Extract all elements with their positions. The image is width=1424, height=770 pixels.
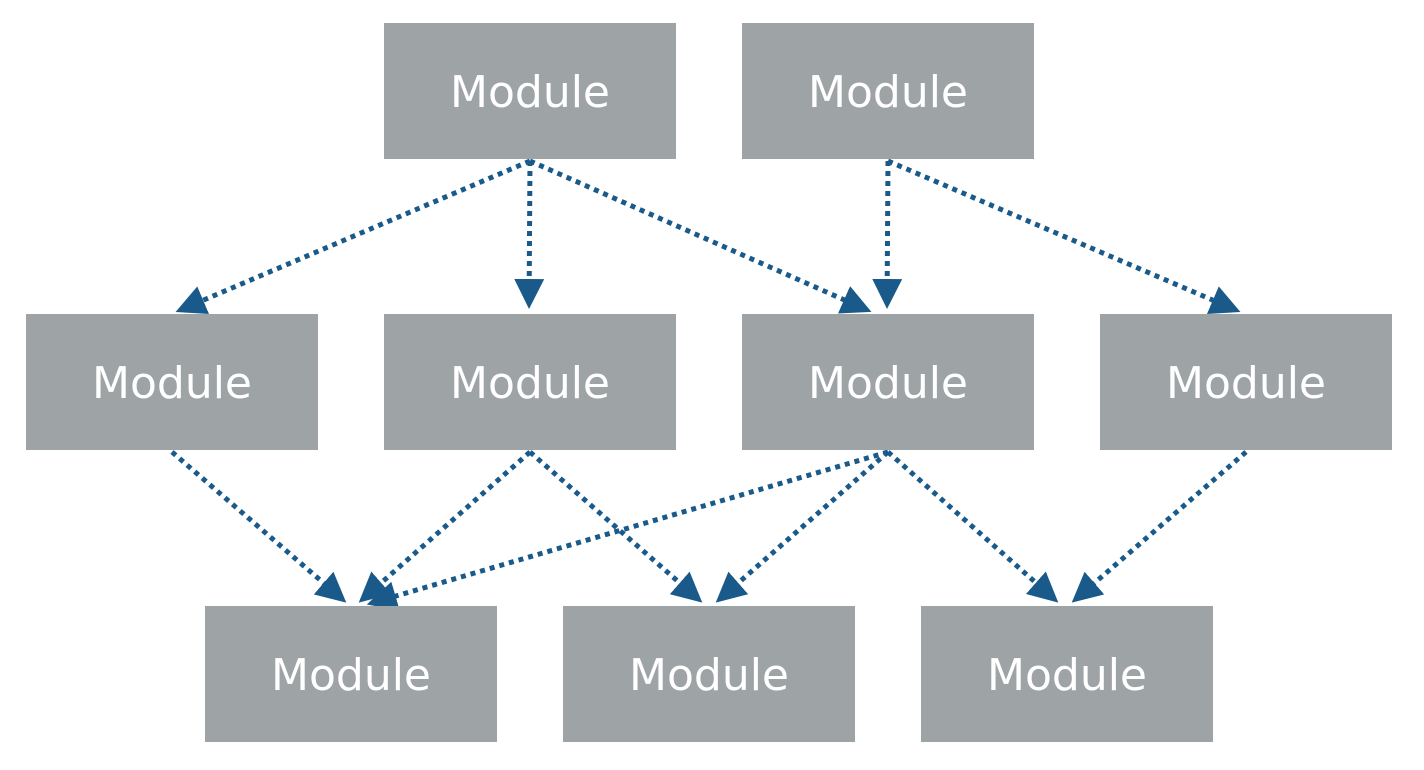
- arrow-mid-4-to-bot-3: [1071, 450, 1248, 603]
- module-node-mid-3: Module: [742, 314, 1034, 450]
- module-node-mid-1: Module: [26, 314, 318, 450]
- arrow-mid-3-to-bot-3: [886, 450, 1059, 603]
- arrow-mid-1-to-bot-1: [170, 450, 347, 603]
- arrow-top-1-to-mid-1: [175, 158, 531, 315]
- module-node-mid-2: Module: [384, 314, 676, 450]
- arrow-top-1-to-mid-3: [528, 158, 872, 314]
- dependency-arrows: [170, 158, 1248, 611]
- module-box: [384, 23, 676, 159]
- module-box: [742, 23, 1034, 159]
- module-box: [1100, 314, 1392, 450]
- arrow-top-2-to-mid-4: [887, 158, 1241, 314]
- arrow-top-2-to-mid-3: [872, 160, 903, 310]
- module-box: [563, 606, 855, 742]
- module-box: [205, 606, 497, 742]
- arrow-mid-2-to-bot-1: [358, 450, 532, 603]
- module-label: Module: [808, 358, 968, 409]
- module-box: [742, 314, 1034, 450]
- module-box: [921, 606, 1213, 742]
- arrow-top-1-to-mid-2: [514, 160, 545, 310]
- arrow-mid-3-to-bot-2: [715, 450, 890, 603]
- module-box: [26, 314, 318, 450]
- module-node-bot-3: Module: [921, 606, 1213, 742]
- module-node-top-2: Module: [742, 23, 1034, 159]
- module-label: Module: [271, 650, 431, 701]
- module-node-top-1: Module: [384, 23, 676, 159]
- module-label: Module: [1166, 358, 1326, 409]
- module-node-bot-2: Module: [563, 606, 855, 742]
- module-label: Module: [629, 650, 789, 701]
- arrow-mid-2-to-bot-2: [528, 450, 703, 603]
- module-label: Module: [450, 358, 610, 409]
- module-label: Module: [450, 67, 610, 118]
- module-label: Module: [808, 67, 968, 118]
- module-node-mid-4: Module: [1100, 314, 1392, 450]
- module-node-bot-1: Module: [205, 606, 497, 742]
- module-label: Module: [92, 358, 252, 409]
- module-box: [384, 314, 676, 450]
- arrow-mid-3-to-bot-1: [366, 449, 889, 611]
- module-label: Module: [987, 650, 1147, 701]
